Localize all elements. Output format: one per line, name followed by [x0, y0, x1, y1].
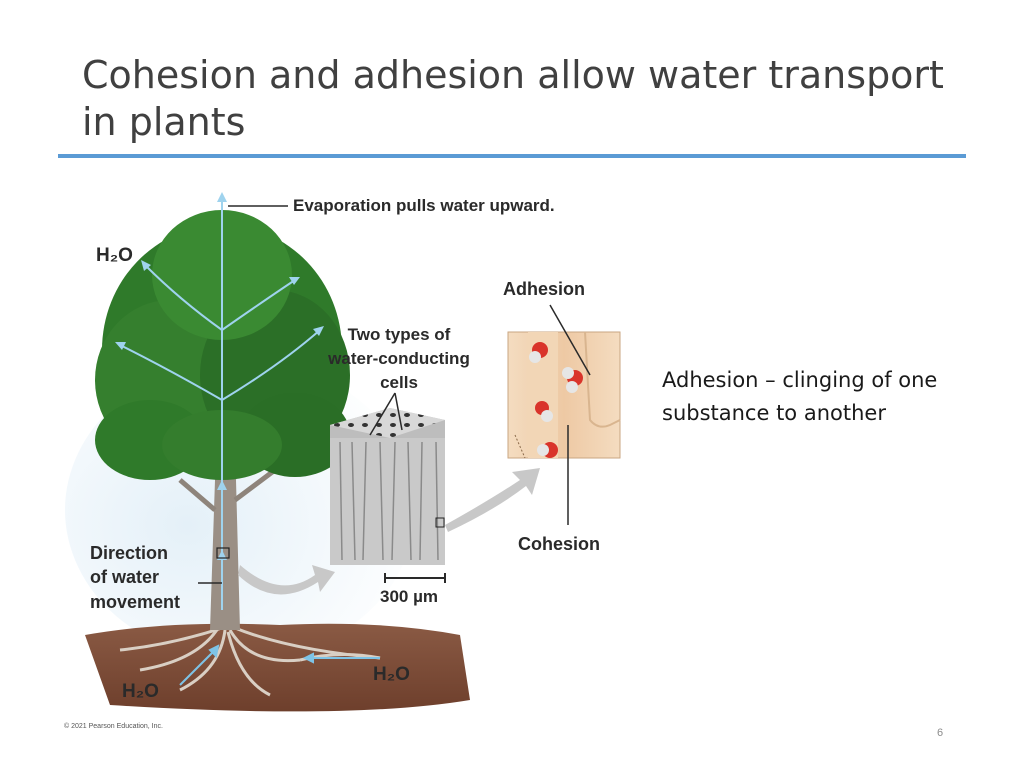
- adhesion-cohesion-leaders: [549, 304, 591, 525]
- magnify-arrow: [238, 565, 335, 595]
- label-direction-1: Direction: [90, 543, 168, 563]
- copyright: © 2021 Pearson Education, Inc.: [64, 722, 163, 730]
- label-cells-2: water-conducting: [327, 349, 470, 368]
- label-direction-3: movement: [90, 592, 180, 612]
- tree-trunk: [208, 435, 245, 630]
- arrowheads: [115, 192, 324, 560]
- wood-micrograph: [330, 408, 445, 565]
- root-water-arrows: [179, 644, 380, 686]
- trunk-detail-box: [216, 547, 230, 559]
- magnify-arrow-2: [445, 468, 540, 532]
- page-number: 6: [936, 727, 944, 739]
- label-scale: 300 µm: [380, 587, 438, 606]
- label-h2o-bottom: H₂O: [122, 681, 159, 702]
- cells-leaders: [369, 392, 403, 436]
- water-flow-arrows: [119, 200, 321, 610]
- label-h2o-top: H₂O: [96, 245, 133, 266]
- label-cells-1: Two types of: [348, 325, 451, 344]
- branch: [178, 478, 217, 512]
- label-direction-2: of water: [90, 567, 159, 587]
- vessel-closeup: [507, 331, 621, 459]
- scale-bar: [384, 573, 446, 583]
- water-molecules: [529, 342, 583, 458]
- slide-title: Cohesion and adhesion allow water transp…: [82, 53, 944, 144]
- branch: [233, 468, 277, 502]
- label-adhesion: Adhesion: [503, 279, 585, 299]
- adhesion-definition: Adhesion – clinging of one substance to …: [662, 368, 938, 425]
- water-transport-figure: Evaporation pulls water upward. H₂O Dire…: [64, 192, 621, 730]
- label-evaporation: Evaporation pulls water upward.: [293, 196, 555, 215]
- roots: [119, 624, 381, 697]
- label-cohesion: Cohesion: [518, 534, 600, 554]
- title-underline: [58, 154, 966, 158]
- label-cells-3: cells: [380, 373, 418, 392]
- label-h2o-right: H₂O: [373, 664, 410, 685]
